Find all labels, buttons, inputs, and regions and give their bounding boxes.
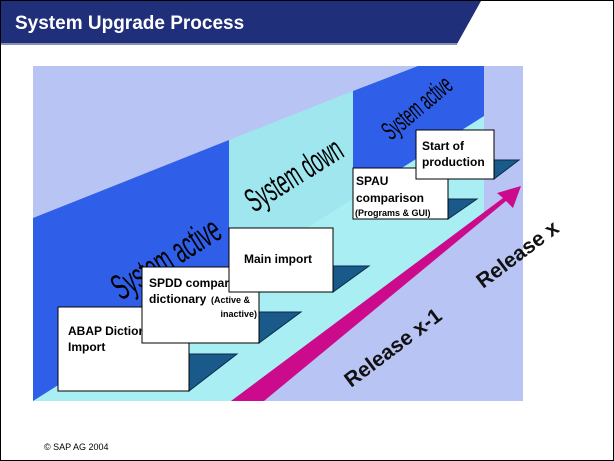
header-band [1, 1, 481, 44]
svg-text:(Active &: (Active & [211, 295, 251, 305]
svg-text:dictionary: dictionary [149, 292, 207, 306]
step-main-import: Main import [228, 227, 334, 293]
svg-text:Main import: Main import [244, 252, 312, 266]
svg-text:comparison: comparison [356, 191, 424, 205]
svg-text:(Programs & GUI): (Programs & GUI) [355, 208, 431, 218]
svg-text:SPDD comparison: SPDD comparison [149, 276, 254, 290]
slide-title: System Upgrade Process [15, 13, 244, 34]
footer-copyright: © SAP AG 2004 [44, 442, 109, 452]
svg-text:Start of: Start of [422, 139, 465, 153]
svg-text:Import: Import [68, 340, 105, 354]
svg-text:SPAU: SPAU [356, 174, 388, 188]
release-arrow [231, 186, 521, 401]
step-start-of-production: Start of production [415, 129, 495, 180]
sap-logo: SAP [487, 27, 524, 47]
svg-text:inactive): inactive) [220, 309, 257, 319]
svg-text:ABAP Dictionary: ABAP Dictionary [68, 324, 164, 338]
step-spdd-comparison: SPDD comparison dictionary (Active & ina… [141, 266, 260, 344]
svg-text:production: production [422, 155, 485, 169]
